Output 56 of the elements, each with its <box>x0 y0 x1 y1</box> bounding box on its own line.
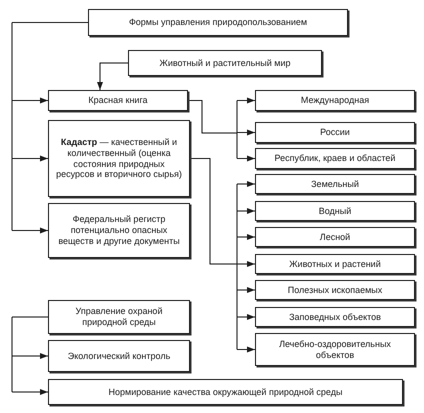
category-box <box>48 203 190 258</box>
category-box <box>88 9 348 36</box>
category-box <box>255 307 415 327</box>
connector-trunk <box>12 316 48 392</box>
box-label: Управление охраной природной среды <box>74 306 164 328</box>
box-label: Красная книга <box>88 95 148 106</box>
connector-arrow <box>236 208 256 214</box>
category-box <box>255 227 415 247</box>
category-box <box>48 90 188 111</box>
connector-arrow <box>12 156 48 162</box>
connector-arrow <box>12 98 48 104</box>
box-label: Федеральный регистр потенциально опасных веществ и другие документы <box>57 214 181 247</box>
category-box <box>128 50 322 76</box>
category-box <box>255 201 415 221</box>
box-label: Полезных ископаемых <box>288 284 382 296</box>
box-label: Заповедных объектов <box>289 312 381 322</box>
box-label: Земельный <box>311 178 359 190</box>
category-box <box>48 340 190 372</box>
connector-arrow <box>236 346 256 352</box>
category-box <box>255 280 415 300</box>
box-label: Животный и растительный мир <box>160 58 290 68</box>
box-label: Международная <box>300 95 370 106</box>
connector-trunk <box>190 158 238 350</box>
connector-arrow <box>236 261 256 267</box>
box-label: России <box>320 127 350 138</box>
box-label: Формы управления природопользованием <box>128 17 308 28</box>
connector-arrow <box>97 62 128 90</box>
box-label: Водный <box>318 206 352 216</box>
connector-trunk <box>12 22 88 231</box>
box-label: Лечебно-оздоровительных объектов <box>278 338 392 360</box>
connector-arrow <box>12 228 48 234</box>
connector-arrow <box>236 314 256 320</box>
box-label: Животных и растений <box>289 258 381 270</box>
category-box <box>255 148 415 169</box>
connector-trunk <box>188 100 238 159</box>
category-box <box>255 90 415 111</box>
connector-arrow <box>12 389 48 395</box>
category-box <box>255 122 415 143</box>
connector-arrow <box>236 130 256 136</box>
category-box <box>48 300 190 334</box>
connector-arrow <box>236 98 256 104</box>
category-box <box>255 174 415 194</box>
connector-arrow <box>236 287 256 293</box>
category-box <box>48 120 190 197</box>
connector-arrow <box>236 156 256 162</box>
connector-arrow <box>12 353 48 359</box>
box-label: Экологический контроль <box>68 350 170 362</box>
box-label: Лесной <box>320 232 350 242</box>
box-label: Республик, краев и областей <box>274 153 396 164</box>
box-label: Кадастр — качественный и количественный (оценка состояния природных ресурсов и вторичного сырья) <box>55 136 183 180</box>
connector-arrow <box>236 234 256 240</box>
category-box <box>255 254 415 274</box>
box-label: Нормирование качества окружающей природной среды <box>108 386 342 398</box>
category-box <box>48 379 403 405</box>
connector-arrow <box>236 181 256 187</box>
category-box <box>255 333 415 366</box>
